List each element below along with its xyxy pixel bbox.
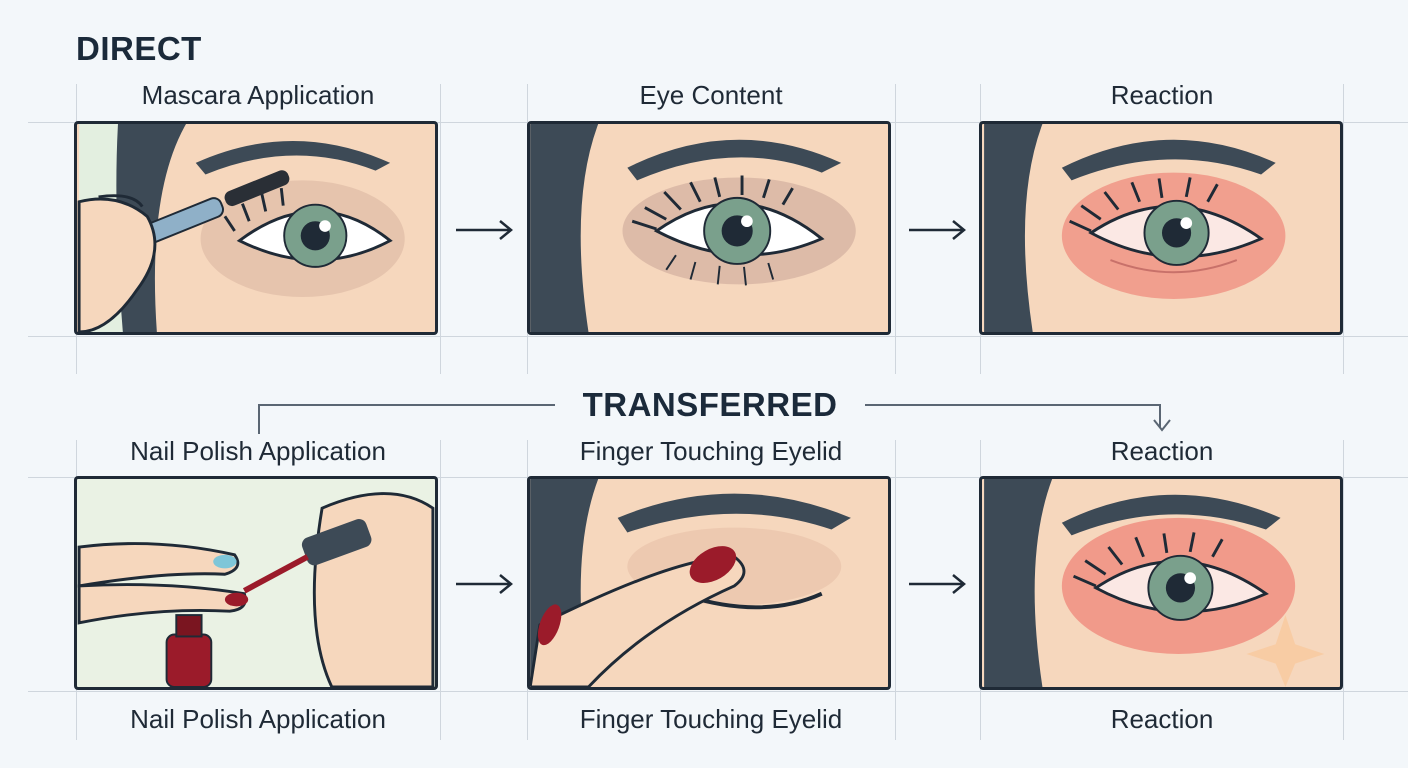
label-reaction: Reaction (1110, 80, 1214, 110)
reaction-illustration (984, 124, 1338, 332)
mascara-application-illustration (77, 124, 433, 332)
eye-content-illustration (530, 124, 888, 332)
nail-polish-application-panel (74, 476, 438, 690)
right-arrow-icon (456, 574, 513, 594)
grid-line (440, 84, 441, 374)
label-reaction-top: Reaction (1110, 436, 1214, 466)
transferred-connector (258, 404, 1161, 434)
grid-line (895, 84, 896, 374)
transferred-reaction-panel (979, 476, 1343, 690)
right-arrow-icon (456, 220, 513, 240)
down-arrow-icon (1153, 419, 1171, 432)
right-arrow-icon (909, 574, 966, 594)
grid-line (28, 336, 1408, 337)
label-mascara-application: Mascara Application (141, 80, 375, 110)
grid-line (1343, 84, 1344, 374)
grid-line (440, 440, 441, 740)
direct-section-title: DIRECT (76, 30, 202, 67)
finger-touching-eyelid-illustration (530, 479, 888, 687)
label-finger-touching-eyelid-top: Finger Touching Eyelid (579, 436, 843, 466)
label-reaction-bottom: Reaction (1110, 704, 1214, 734)
label-eye-content: Eye Content (639, 80, 783, 110)
mascara-application-panel (74, 121, 438, 335)
eye-content-panel (527, 121, 891, 335)
reaction-panel (979, 121, 1343, 335)
grid-line (28, 691, 1408, 692)
transferred-reaction-illustration (984, 479, 1338, 687)
transferred-section-title: TRANSFERRED (560, 386, 860, 424)
right-arrow-icon (909, 220, 966, 240)
label-nail-polish-application-top: Nail Polish Application (130, 436, 386, 466)
label-nail-polish-application-bottom: Nail Polish Application (130, 704, 386, 734)
nail-polish-application-illustration (77, 479, 435, 687)
grid-line (1343, 440, 1344, 740)
grid-line (895, 440, 896, 740)
label-finger-touching-eyelid-bottom: Finger Touching Eyelid (579, 704, 843, 734)
finger-touching-eyelid-panel (527, 476, 891, 690)
